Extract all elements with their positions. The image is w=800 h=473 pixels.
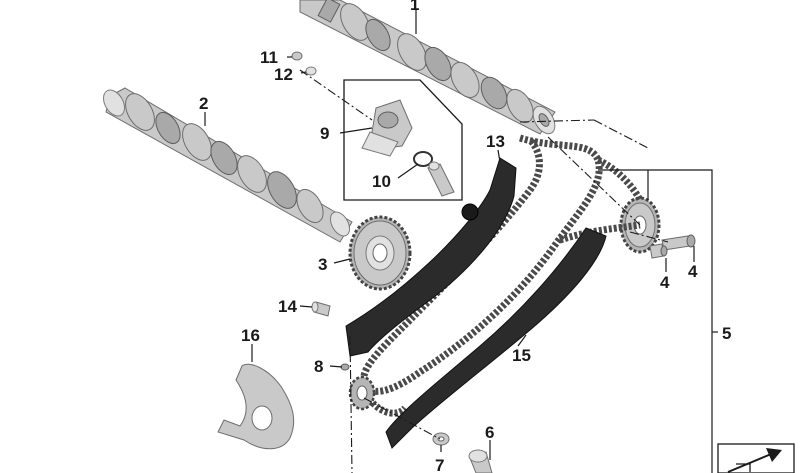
assembly-lines <box>299 69 669 473</box>
camshaft-1 <box>299 0 556 135</box>
label-part-4b: 4 <box>688 262 698 281</box>
label-part-4a: 4 <box>660 273 670 292</box>
label-part-6: 6 <box>485 423 494 442</box>
camshaft-2 <box>103 87 353 243</box>
label-part-13: 13 <box>486 132 505 151</box>
chain-tensioner-9 <box>361 99 413 157</box>
label-part-14: 14 <box>278 297 297 316</box>
pin-8 <box>340 363 350 371</box>
tensioner-box <box>343 79 463 201</box>
label-part-15: 15 <box>512 346 531 365</box>
bolt-4-left <box>649 243 668 259</box>
label-part-7: 7 <box>435 456 444 473</box>
cover-plate-16 <box>217 363 295 450</box>
guide-rail-15 <box>385 227 607 449</box>
dowel-pin-14 <box>311 301 331 317</box>
bolt-4-right <box>661 234 696 251</box>
label-part-8: 8 <box>314 357 323 376</box>
label-part-10: 10 <box>372 172 391 191</box>
label-part-3: 3 <box>318 255 327 274</box>
label-part-2: 2 <box>199 94 208 113</box>
label-part-11: 11 <box>260 48 278 67</box>
bolt-6 <box>468 449 493 473</box>
part-labels: 1 2 3 4 4 5 6 7 8 9 10 11 12 13 14 15 16 <box>199 0 731 473</box>
label-part-1: 1 <box>410 0 419 14</box>
washer-12 <box>305 66 317 76</box>
screw-11 <box>291 51 303 61</box>
repair-kit-arrow-icon <box>717 443 795 473</box>
intake-sprocket-3 <box>348 215 412 291</box>
label-part-16: 16 <box>241 326 260 345</box>
crank-sprocket <box>348 375 376 411</box>
seal-ring-10 <box>413 151 433 167</box>
tensioner-piston <box>427 161 455 197</box>
assembly-bracket-5 <box>598 169 718 473</box>
label-part-9: 9 <box>320 124 329 143</box>
label-part-5: 5 <box>722 324 731 343</box>
leader-lines <box>204 10 695 460</box>
tensioner-rail-13 <box>345 157 517 357</box>
washer-7 <box>432 432 450 446</box>
label-part-12: 12 <box>274 65 293 84</box>
